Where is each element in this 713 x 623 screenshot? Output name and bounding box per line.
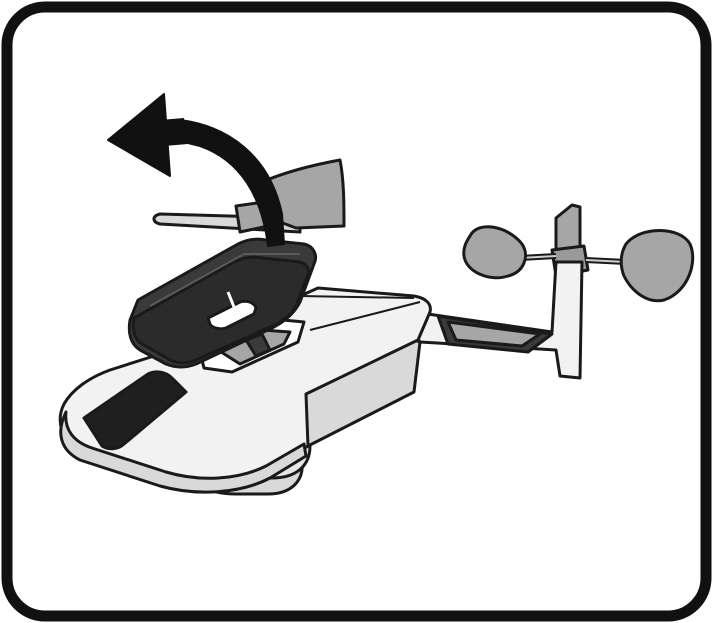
anemometer-cup-left [462,225,527,280]
removal-arrow [107,93,285,247]
wind-vane [152,158,346,234]
sensor-body [58,286,432,496]
anemometer-cup-right [619,229,695,303]
rain-collector-cover [127,237,318,369]
wind-vane-fin [260,158,346,230]
body-front-bevel [59,410,308,494]
solar-panel [82,370,188,451]
mounting-arm [398,260,584,380]
cover-opening [206,299,258,331]
